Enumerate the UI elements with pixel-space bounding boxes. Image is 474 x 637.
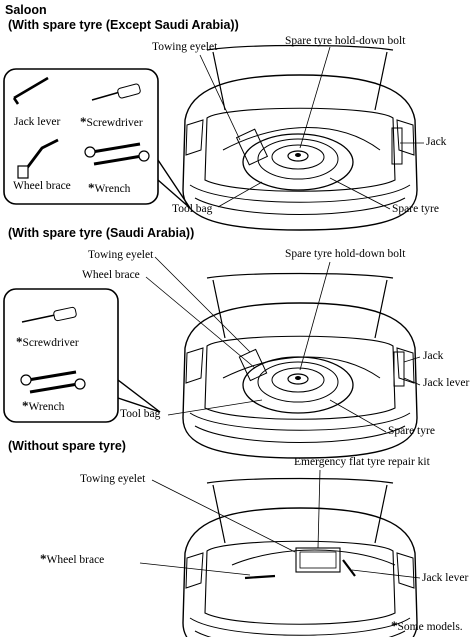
label-wrench: *Wrench	[22, 398, 65, 413]
label-spare-tyre-hold-down-bolt: Spare tyre hold-down bolt	[285, 248, 406, 260]
label-spare-tyre-hold-down-bolt: Spare tyre hold-down bolt	[285, 35, 406, 47]
label-wheel-brace: Wheel brace	[13, 180, 71, 192]
heading-section-saudi: (With spare tyre (Saudi Arabia))	[8, 226, 195, 240]
label-wheel-brace: *Wheel brace	[40, 551, 105, 566]
asterisk-mark: *	[22, 398, 29, 413]
label-screwdriver: *Screwdriver	[80, 114, 143, 129]
label-spare-tyre: Spare tyre	[392, 203, 439, 215]
asterisk-mark: *	[391, 618, 398, 633]
label-emergency-flat-tyre-repair-kit: Emergency flat tyre repair kit	[294, 456, 430, 468]
label-jack-lever: Jack lever	[422, 572, 469, 584]
heading-section-without-spare: (Without spare tyre)	[8, 439, 126, 453]
label-spare-tyre: Spare tyre	[388, 425, 435, 437]
label-screwdriver: *Screwdriver	[16, 334, 79, 349]
heading-section-except-saudi: (With spare tyre (Except Saudi Arabia))	[8, 18, 239, 32]
label-wheel-brace: Wheel brace	[82, 269, 140, 281]
label-tool-bag: Tool bag	[172, 203, 213, 215]
label-jack: Jack	[423, 350, 444, 362]
asterisk-mark: *	[80, 114, 87, 129]
label-tool-bag: Tool bag	[120, 408, 161, 420]
label-jack-lever: Jack lever	[14, 116, 61, 128]
asterisk-mark: *	[40, 551, 47, 566]
asterisk-mark: *	[88, 180, 95, 195]
footnote-some-models: *Some models.	[391, 618, 463, 633]
label-towing-eyelet: Towing eyelet	[152, 41, 218, 53]
label-towing-eyelet: Towing eyelet	[88, 249, 154, 261]
label-jack-lever: Jack lever	[423, 377, 470, 389]
label-wrench: *Wrench	[88, 180, 131, 195]
heading-saloon: Saloon	[5, 3, 47, 17]
asterisk-mark: *	[16, 334, 23, 349]
label-towing-eyelet: Towing eyelet	[80, 473, 146, 485]
label-jack: Jack	[426, 136, 447, 148]
